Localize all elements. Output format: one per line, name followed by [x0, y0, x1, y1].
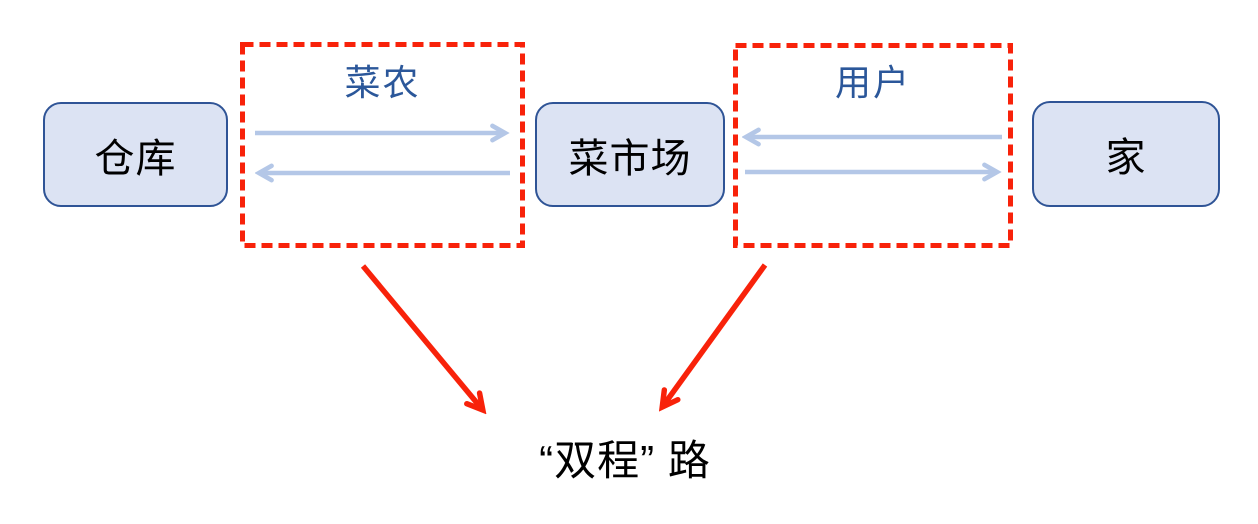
arrow-farmer-to-caption-icon	[360, 264, 482, 409]
node-home-label: 家	[1105, 136, 1147, 180]
node-warehouse: 仓库	[43, 102, 228, 207]
node-market: 菜市场	[535, 102, 725, 207]
arrow-user-to-caption-icon	[663, 263, 768, 406]
node-home: 家	[1032, 101, 1220, 207]
caption-two-way-road: “双程” 路	[539, 436, 711, 484]
node-warehouse-label: 仓库	[94, 136, 177, 181]
group-label-user: 用户	[834, 62, 911, 103]
node-market-label: 菜市场	[568, 136, 692, 181]
group-label-farmer: 菜农	[344, 62, 421, 103]
group-box-farmer	[240, 42, 525, 248]
group-box-user	[733, 43, 1013, 248]
